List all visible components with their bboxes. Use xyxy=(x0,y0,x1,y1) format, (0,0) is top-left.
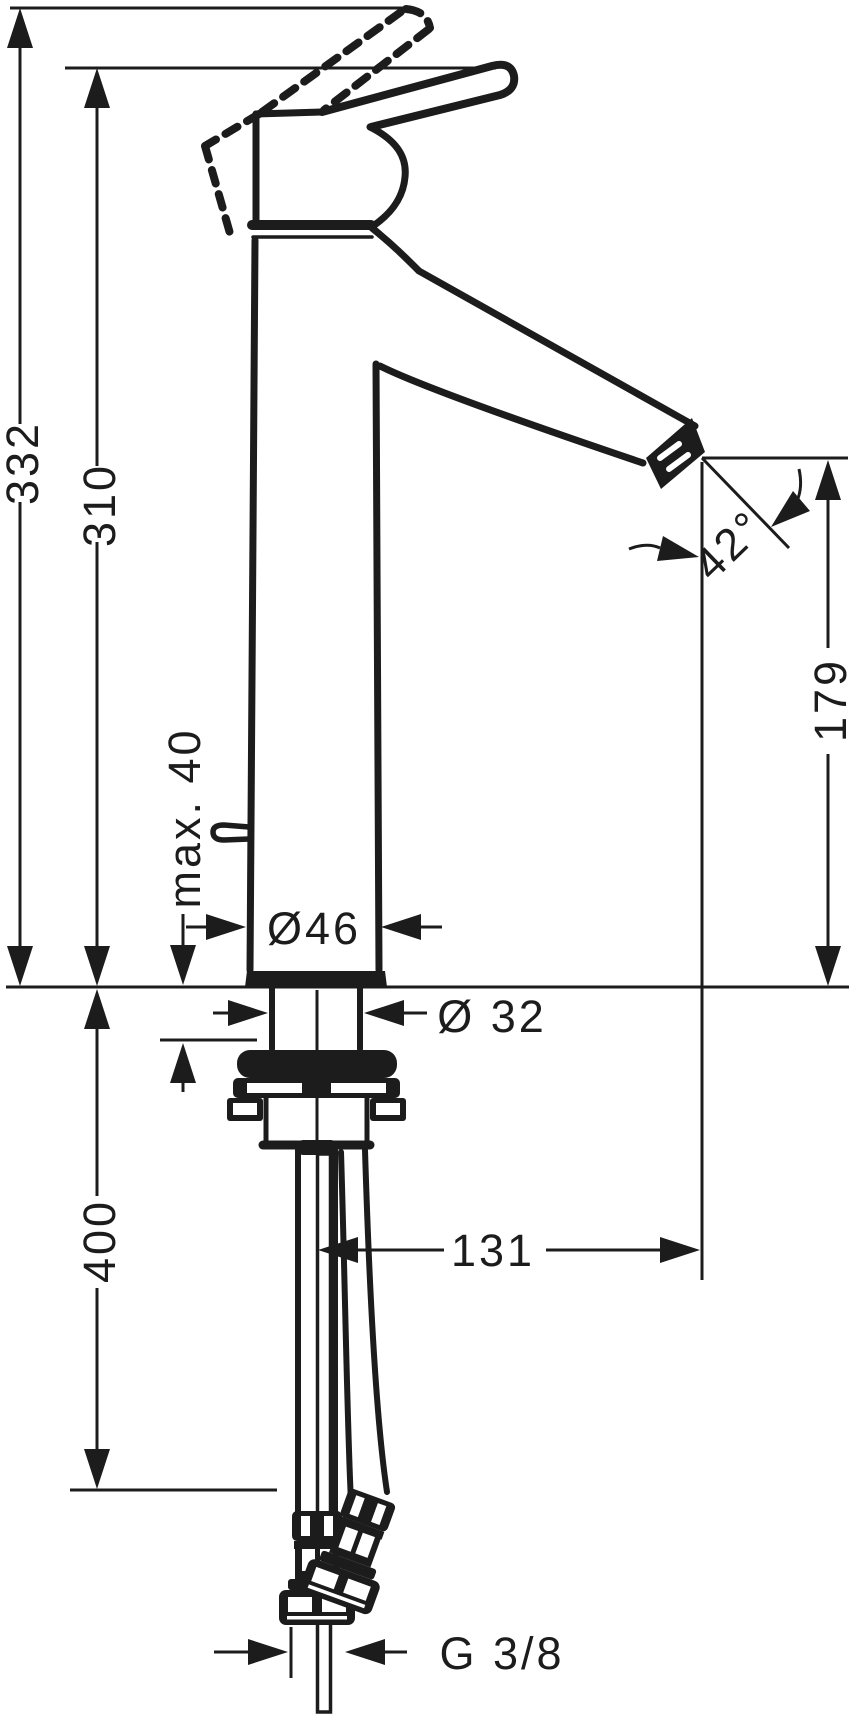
reference-lines xyxy=(6,6,849,1492)
dimension-max-40: max. 40 xyxy=(159,727,210,1092)
dimension-length-400: 400 xyxy=(74,989,125,1489)
dim-label-max40: max. 40 xyxy=(159,727,210,908)
dim-label-131: 131 xyxy=(451,1225,535,1276)
angle-leg-line xyxy=(700,456,791,550)
dimension-width-131: 131 xyxy=(318,1225,700,1276)
dim-arrow xyxy=(84,946,110,986)
dim-arrow xyxy=(7,8,33,48)
dim-label-400: 400 xyxy=(74,1199,125,1283)
dim-arrow xyxy=(318,1237,358,1263)
pop-up-knob xyxy=(210,822,252,843)
pop-up-rod xyxy=(315,1152,333,1714)
dim-arrow xyxy=(170,1043,196,1083)
dim-arrow xyxy=(660,1237,700,1263)
dim-label-dia46: Ø46 xyxy=(267,903,361,954)
dimension-height-179: 179 xyxy=(805,460,855,986)
dim-arrow xyxy=(206,914,246,940)
dim-label-42deg: 42° xyxy=(684,500,775,590)
seal-washer xyxy=(237,1050,397,1078)
dimension-thread-g38: G 3/8 xyxy=(214,1627,564,1679)
dim-arrow xyxy=(84,1449,110,1489)
faucet-outline xyxy=(201,5,705,1714)
spout xyxy=(368,224,705,489)
dim-arrow xyxy=(7,946,33,986)
supply-hose-vertical xyxy=(295,1147,338,1517)
dim-arrow xyxy=(815,946,841,986)
dim-arrow xyxy=(657,536,699,561)
dim-arrow xyxy=(815,460,841,500)
dimension-height-332: 332 xyxy=(0,8,48,986)
dim-arrow xyxy=(84,989,110,1029)
dim-label-179: 179 xyxy=(805,658,855,742)
handle-lever xyxy=(318,60,519,230)
dimension-dia-46: Ø46 xyxy=(186,903,442,954)
dim-arrow xyxy=(381,914,421,940)
aerator xyxy=(646,418,705,489)
dim-arrow xyxy=(345,1639,385,1665)
dim-arrow xyxy=(170,945,196,985)
handle-nose xyxy=(366,123,409,230)
supply-hose-angled xyxy=(338,1147,390,1505)
dimension-dia-32: Ø 32 xyxy=(213,991,547,1042)
mounting-hardware xyxy=(227,985,406,1155)
dim-arrow xyxy=(228,1000,268,1026)
supply-hoses xyxy=(295,1147,390,1517)
mounting-nut xyxy=(227,1078,406,1155)
base-plinth xyxy=(245,971,387,987)
dimension-height-310: 310 xyxy=(74,68,125,986)
dim-arrow xyxy=(248,1639,288,1665)
dim-label-dia32: Ø 32 xyxy=(437,991,547,1042)
dim-label-g38: G 3/8 xyxy=(439,1628,564,1679)
mounting-shank xyxy=(269,985,363,1052)
dim-arrow xyxy=(771,491,810,527)
dim-arrow xyxy=(84,68,110,108)
faucet-body xyxy=(245,108,387,987)
dim-label-332: 332 xyxy=(0,421,48,505)
dim-label-310: 310 xyxy=(74,463,125,547)
dim-arrow xyxy=(364,1000,404,1026)
